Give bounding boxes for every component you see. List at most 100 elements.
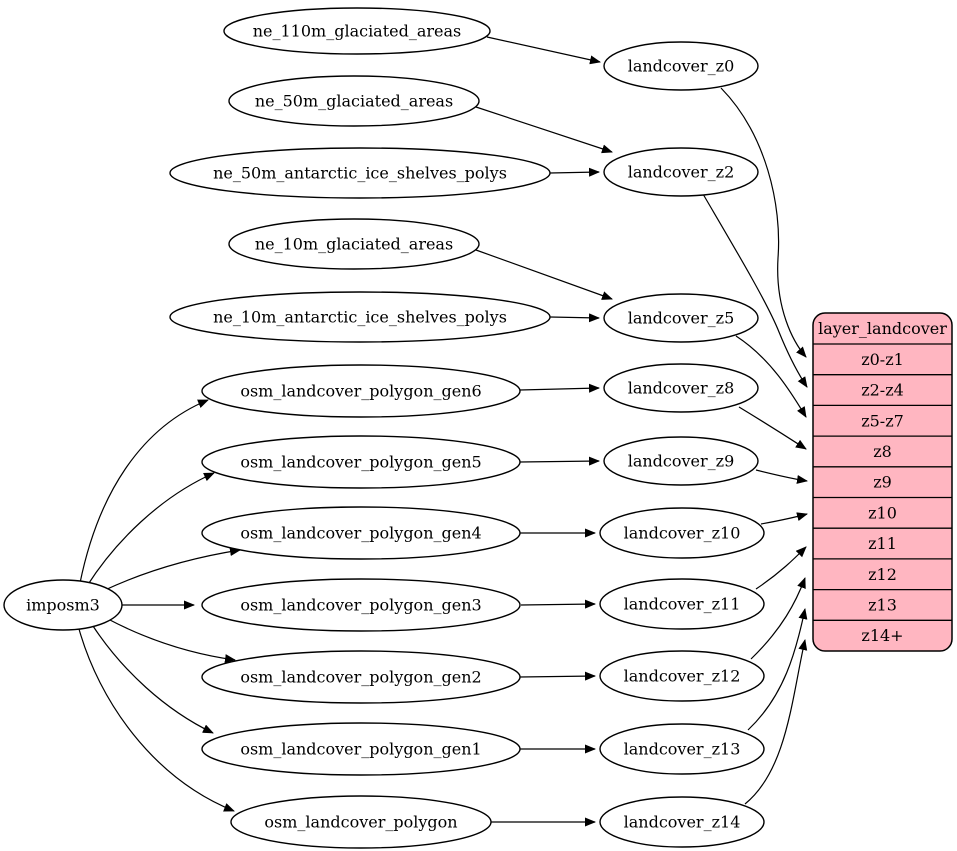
table-row-z12: z12 xyxy=(868,565,897,584)
edge-landcover-z2-to-layer-landcover-z2-z4 xyxy=(702,193,808,388)
table-row-z11: z11 xyxy=(868,534,897,553)
table-layer: layer_landcover z0-z1 z2-z4 z5-z7 z8 z9 z10 z11… xyxy=(812,312,953,652)
node-ellipse-imposm3 xyxy=(3,579,123,631)
node-label-landcover-z12: landcover_z12 xyxy=(624,667,741,686)
table-row-label-z10: z10 xyxy=(868,503,897,522)
node-ellipse-osm-landcover-polygon-gen1 xyxy=(201,722,521,776)
table-row-z5-z7: z5-z7 xyxy=(861,411,904,430)
edges-layer xyxy=(78,36,808,827)
node-imposm3: imposm3 xyxy=(3,579,123,631)
node-label-landcover-z5: landcover_z5 xyxy=(628,309,735,328)
table-row-label-z13: z13 xyxy=(868,595,897,614)
node-landcover-z5: landcover_z5 xyxy=(603,293,759,343)
edge-imposm3-to-osm-landcover-polygon xyxy=(78,628,235,812)
node-landcover-z14: landcover_z14 xyxy=(599,796,765,848)
node-landcover-z13: landcover_z13 xyxy=(599,723,765,775)
node-label-imposm3: imposm3 xyxy=(26,596,100,615)
node-ellipse-ne-110m-glaciated-areas xyxy=(223,7,491,55)
node-ellipse-osm-landcover-polygon-gen5 xyxy=(201,435,521,489)
node-ne-50m-glaciated-areas: ne_50m_glaciated_areas xyxy=(228,75,480,127)
node-ellipse-ne-50m-glaciated-areas xyxy=(228,75,480,127)
node-landcover-z2: landcover_z2 xyxy=(603,147,759,197)
table-background xyxy=(812,312,953,652)
table-row-label-z9: z9 xyxy=(873,473,892,492)
node-label-ne-50m-glaciated-areas: ne_50m_glaciated_areas xyxy=(255,92,453,111)
table-row-z2-z4: z2-z4 xyxy=(861,381,904,400)
table-row-label-z0-z1: z0-z1 xyxy=(861,350,904,369)
node-osm-landcover-polygon-gen6: osm_landcover_polygon_gen6 xyxy=(201,364,521,418)
node-label-landcover-z11: landcover_z11 xyxy=(624,595,741,614)
node-ellipse-ne-10m-antarctic-ice-shelves-polys xyxy=(169,291,551,343)
table-row-z8: z8 xyxy=(873,442,892,461)
node-ellipse-landcover-z12 xyxy=(599,650,765,702)
node-label-osm-landcover-polygon-gen5: osm_landcover_polygon_gen5 xyxy=(240,453,481,472)
table-row-label-z11: z11 xyxy=(868,534,897,553)
node-landcover-z11: landcover_z11 xyxy=(599,578,765,630)
node-ellipse-landcover-z5 xyxy=(603,293,759,343)
edge-osm-landcover-polygon-gen2-to-landcover-z12 xyxy=(519,671,596,681)
node-label-osm-landcover-polygon-gen2: osm_landcover_polygon_gen2 xyxy=(240,668,481,687)
edge-landcover-z14-to-layer-landcover-z14plus xyxy=(744,639,808,805)
node-ellipse-osm-landcover-polygon xyxy=(230,795,492,849)
node-ellipse-landcover-z8 xyxy=(603,363,759,413)
node-ellipse-osm-landcover-polygon-gen3 xyxy=(201,578,521,632)
node-label-landcover-z13: landcover_z13 xyxy=(624,740,741,759)
node-ellipse-landcover-z9 xyxy=(603,436,759,486)
node-ne-10m-glaciated-areas: ne_10m_glaciated_areas xyxy=(228,218,480,270)
node-ellipse-landcover-z10 xyxy=(599,507,765,559)
edge-landcover-z0-to-layer-landcover-z0-z1 xyxy=(720,87,807,358)
node-ellipse-ne-50m-antarctic-ice-shelves-polys xyxy=(169,147,551,199)
table-row-z14plus: z14+ xyxy=(861,626,903,645)
edge-osm-landcover-polygon-gen5-to-landcover-z9 xyxy=(519,456,600,466)
node-osm-landcover-polygon-gen5: osm_landcover_polygon_gen5 xyxy=(201,435,521,489)
node-osm-landcover-polygon-gen1: osm_landcover_polygon_gen1 xyxy=(201,722,521,776)
node-ne-50m-antarctic-ice-shelves-polys: ne_50m_antarctic_ice_shelves_polys xyxy=(169,147,551,199)
edge-ne-50m-glaciated-areas-to-landcover-z2 xyxy=(475,106,613,154)
node-label-osm-landcover-polygon: osm_landcover_polygon xyxy=(264,813,457,832)
node-ne-110m-glaciated-areas: ne_110m_glaciated_areas xyxy=(223,7,491,55)
table-layer-landcover: layer_landcover z0-z1 z2-z4 z5-z7 z8 z9 z10 z11… xyxy=(812,312,953,652)
table-row-label-z5-z7: z5-z7 xyxy=(861,411,904,430)
node-landcover-z9: landcover_z9 xyxy=(603,436,759,486)
node-osm-landcover-polygon: osm_landcover_polygon xyxy=(230,795,492,849)
table-row-z10: z10 xyxy=(868,503,897,522)
node-ellipse-osm-landcover-polygon-gen4 xyxy=(201,506,521,560)
edge-imposm3-to-osm-landcover-polygon-gen2 xyxy=(107,618,236,664)
edge-osm-landcover-polygon-gen3-to-landcover-z11 xyxy=(520,599,596,609)
edge-landcover-z9-to-layer-landcover-z9 xyxy=(755,469,808,484)
node-landcover-z12: landcover_z12 xyxy=(599,650,765,702)
node-ellipse-osm-landcover-polygon-gen2 xyxy=(201,650,521,704)
table-row-z0-z1: z0-z1 xyxy=(861,350,904,369)
edge-imposm3-to-osm-landcover-polygon-gen6 xyxy=(79,399,209,584)
nodes-layer: imposm3 ne_110m_glaciated_areas ne_50m_gla… xyxy=(3,7,765,849)
table-row-label-z2-z4: z2-z4 xyxy=(861,381,904,400)
table-title: layer_landcover xyxy=(818,319,947,338)
node-landcover-z0: landcover_z0 xyxy=(603,41,759,91)
table-row-label-z12: z12 xyxy=(868,565,897,584)
node-osm-landcover-polygon-gen3: osm_landcover_polygon_gen3 xyxy=(201,578,521,632)
node-ellipse-landcover-z11 xyxy=(599,578,765,630)
node-label-landcover-z10: landcover_z10 xyxy=(624,524,741,543)
node-label-landcover-z8: landcover_z8 xyxy=(628,379,735,398)
node-label-osm-landcover-polygon-gen1: osm_landcover_polygon_gen1 xyxy=(240,740,481,759)
node-landcover-z10: landcover_z10 xyxy=(599,507,765,559)
node-label-landcover-z0: landcover_z0 xyxy=(628,57,735,76)
node-label-landcover-z2: landcover_z2 xyxy=(628,163,735,182)
node-label-osm-landcover-polygon-gen6: osm_landcover_polygon_gen6 xyxy=(240,382,481,401)
node-ellipse-landcover-z2 xyxy=(603,147,759,197)
edge-landcover-z10-to-layer-landcover-z10 xyxy=(760,512,808,525)
node-ellipse-ne-10m-glaciated-areas xyxy=(228,218,480,270)
node-label-osm-landcover-polygon-gen3: osm_landcover_polygon_gen3 xyxy=(240,596,481,615)
edge-osm-landcover-polygon-gen6-to-landcover-z8 xyxy=(519,383,600,393)
table-row-z13: z13 xyxy=(868,595,897,614)
edge-imposm3-to-osm-landcover-polygon-gen5 xyxy=(86,472,215,587)
edge-ne-10m-antarctic-ice-shelves-polys-to-landcover-z5 xyxy=(549,313,600,323)
edge-landcover-z11-to-layer-landcover-z11 xyxy=(755,546,807,590)
edge-landcover-z13-to-layer-landcover-z13 xyxy=(747,608,808,731)
table-row-label-z8: z8 xyxy=(873,442,892,461)
table-row-z9: z9 xyxy=(873,473,892,492)
node-ne-10m-antarctic-ice-shelves-polys: ne_10m_antarctic_ice_shelves_polys xyxy=(169,291,551,343)
edge-ne-50m-antarctic-ice-shelves-polys-to-landcover-z2 xyxy=(549,167,600,177)
